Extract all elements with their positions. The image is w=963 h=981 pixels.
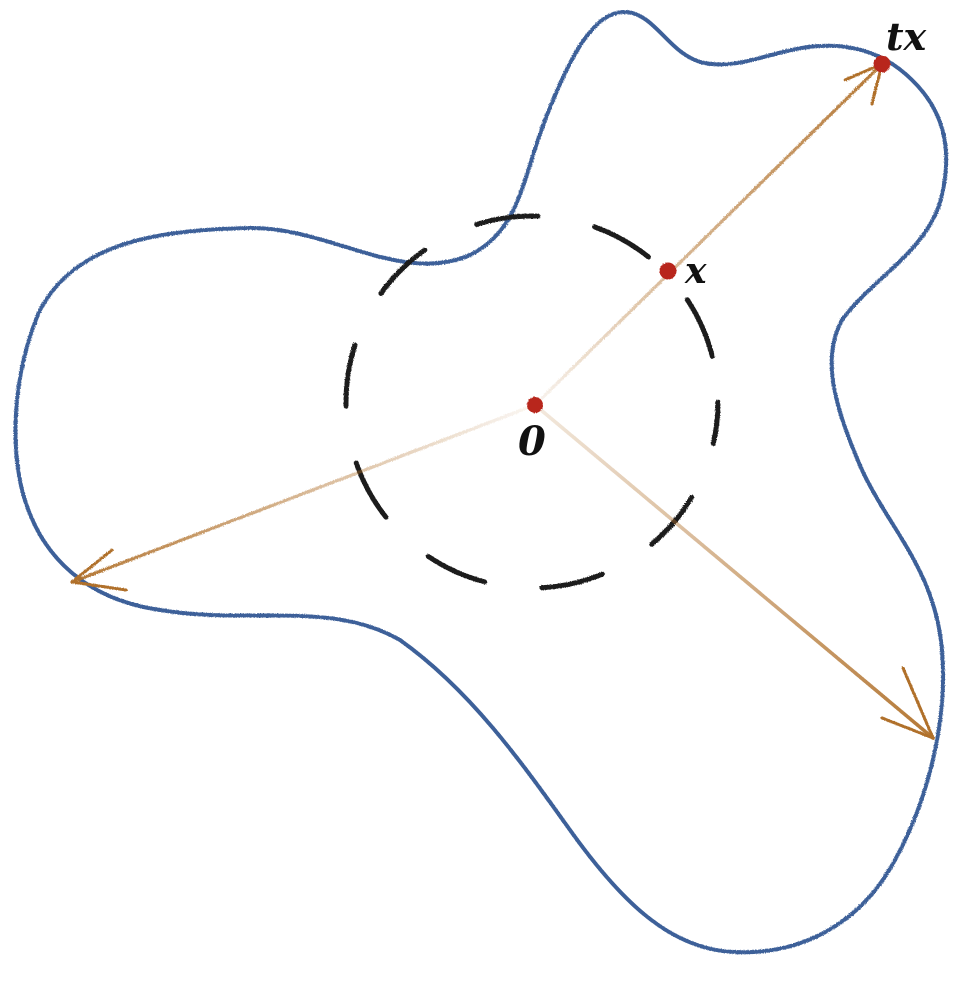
body-boundary bbox=[13, 9, 949, 955]
x-label: x bbox=[684, 250, 707, 292]
unit-circle bbox=[343, 213, 721, 591]
arrow-to-left-boundary bbox=[70, 403, 537, 592]
tx-label: tx bbox=[886, 14, 928, 59]
arrow-to-tx bbox=[533, 62, 884, 407]
origin-label: 0 bbox=[518, 418, 546, 465]
origin-point bbox=[527, 397, 543, 413]
arrow-to-lower-right-boundary bbox=[533, 403, 935, 740]
tx-point bbox=[873, 55, 891, 73]
x-point bbox=[659, 262, 677, 280]
